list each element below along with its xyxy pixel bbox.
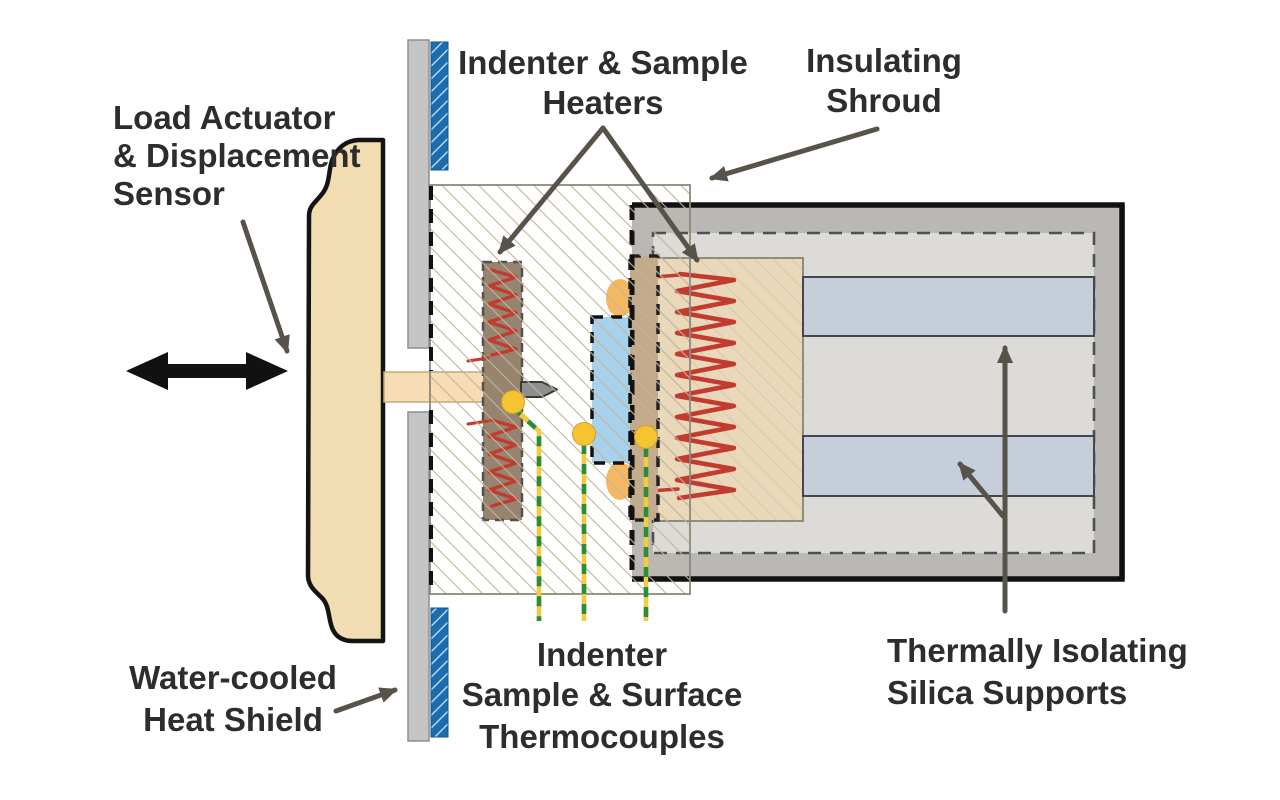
- thermocouple-bead-sample: [634, 425, 658, 449]
- thermocouple-wire-indenter-dash: [511, 406, 542, 621]
- arrow-insulating-shroud: [709, 126, 880, 182]
- insulating-shroud-hatch: [430, 185, 690, 594]
- label-load-actuator-line1: Load Actuator: [113, 99, 336, 136]
- label-load-actuator-line2: & Displacement: [113, 137, 361, 174]
- heat-shield-bar-bottom: [407, 411, 430, 742]
- load-actuator-body: [305, 137, 386, 644]
- water-channel-bottom: [430, 607, 449, 738]
- label-load-actuator-line3: Sensor: [113, 175, 225, 212]
- arrow-load-actuator: [240, 219, 290, 354]
- label-heat-shield-line1: Water-cooled: [129, 659, 337, 696]
- insulating-shroud-border: [429, 184, 691, 595]
- arrow-silica-diagonal: [957, 461, 1006, 519]
- label-thermocouples-line3: Thermocouples: [479, 718, 725, 755]
- label-thermocouples-line1: Indenter: [537, 636, 667, 673]
- silica-support-bar-top: [802, 276, 1095, 337]
- label-heaters: Indenter & Sample Heaters: [458, 44, 748, 121]
- label-silica-supports-line1: Thermally Isolating: [887, 632, 1188, 669]
- label-heat-shield: Water-cooled Heat Shield: [129, 659, 337, 738]
- sample-heater-coil: [674, 271, 737, 501]
- label-load-actuator: Load Actuator & Displacement Sensor: [113, 99, 361, 212]
- water-channel-top: [430, 41, 449, 171]
- heat-shield-bar-top: [407, 39, 430, 349]
- thermocouple-bead-indenter: [501, 390, 525, 414]
- label-heaters-line2: Heaters: [542, 84, 663, 121]
- label-thermocouples: Indenter Sample & Surface Thermocouples: [462, 636, 743, 755]
- label-heaters-line1: Indenter & Sample: [458, 44, 748, 81]
- arrow-heater-sample: [600, 125, 700, 263]
- outer-enclosure-border: [632, 202, 1125, 582]
- arrow-heater-indenter: [497, 125, 606, 255]
- label-insulating-shroud-line2: Shroud: [826, 82, 941, 119]
- arrow-heat-shield: [333, 687, 398, 714]
- label-heat-shield-line2: Heat Shield: [143, 701, 323, 738]
- silica-support-bar-bottom: [802, 435, 1095, 497]
- label-thermocouples-line2: Sample & Surface: [462, 676, 743, 713]
- label-silica-supports: Thermally Isolating Silica Supports: [887, 632, 1188, 711]
- motion-double-arrow: [126, 352, 288, 390]
- thermocouple-bead-surface: [572, 422, 596, 446]
- annotation-arrows: [240, 125, 1013, 714]
- label-silica-supports-line2: Silica Supports: [887, 674, 1127, 711]
- label-insulating-shroud-line1: Insulating: [806, 42, 962, 79]
- thermocouple-wires: [511, 406, 649, 621]
- label-insulating-shroud: Insulating Shroud: [806, 42, 962, 119]
